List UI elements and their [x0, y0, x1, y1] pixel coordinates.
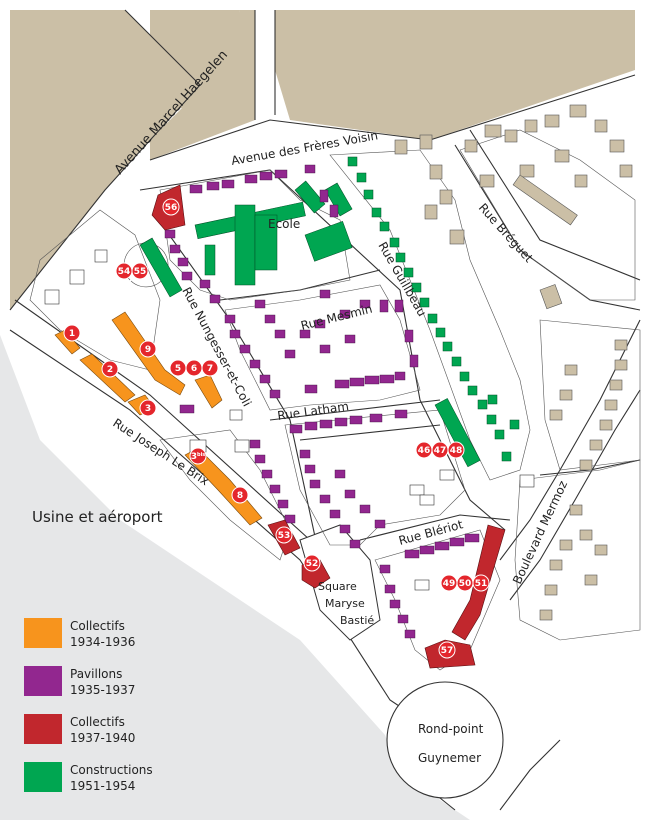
- marker-circle: [139, 340, 157, 358]
- marker-3: 3: [139, 399, 157, 417]
- marker-number: 51: [475, 579, 488, 589]
- ecole-complex: [139, 180, 481, 468]
- marker-49: 49: [440, 574, 458, 592]
- marker-56: 56: [162, 198, 180, 216]
- legend-label: Collectifs: [70, 715, 125, 729]
- airfield-area: [0, 335, 470, 820]
- legend-item-constructions-1951: Constructions 1951-1954: [24, 762, 153, 794]
- marker-7: 7: [201, 359, 219, 377]
- marker-number: 49: [443, 579, 456, 589]
- place-label-ecole: Ecole: [268, 217, 300, 231]
- marker-circle: [201, 359, 219, 377]
- marker-circle: [472, 574, 490, 592]
- legend-item-pavillons-1935: Pavillons 1935-1937: [24, 666, 135, 698]
- marker-55: 55: [131, 262, 149, 280]
- marker-50: 50: [456, 574, 474, 592]
- marker-circle: [275, 526, 293, 544]
- legend-item-collectifs-1937: Collectifs 1937-1940: [24, 714, 135, 746]
- marker-number: 55: [134, 267, 147, 277]
- pavillons-houses: [164, 164, 480, 639]
- marker-54: 54: [115, 262, 133, 280]
- legend-swatch: [24, 618, 62, 648]
- marker-circle: [101, 360, 119, 378]
- marker-circle: [189, 447, 207, 465]
- marker-circle: [303, 554, 321, 572]
- beige-block-north: [150, 10, 240, 160]
- legend-years: 1951-1954: [70, 779, 136, 793]
- legend-label: Pavillons: [70, 667, 123, 681]
- marker-5: 5: [169, 359, 187, 377]
- marker-circle: [231, 486, 249, 504]
- marker-number: 3bis: [191, 452, 206, 462]
- marker-2: 2: [101, 360, 119, 378]
- marker-number: 5: [175, 364, 181, 374]
- marker-48: 48: [447, 441, 465, 459]
- marker-9: 9: [139, 340, 157, 358]
- marker-circle: [162, 198, 180, 216]
- marker-53: 53: [275, 526, 293, 544]
- beige-buildings: [394, 104, 633, 621]
- marker-52: 52: [303, 554, 321, 572]
- marker-number: 1: [69, 329, 75, 339]
- marker-47: 47: [431, 441, 449, 459]
- marker-number: 52: [306, 559, 319, 569]
- legend-item-collectifs-1934: Collectifs 1934-1936: [24, 618, 135, 650]
- marker-8: 8: [231, 486, 249, 504]
- marker-51: 51: [472, 574, 490, 592]
- green-row-houses: [347, 156, 520, 462]
- legend-swatch: [24, 666, 62, 696]
- marker-number: 47: [434, 446, 447, 456]
- legend-swatch: [24, 714, 62, 744]
- marker-number: 9: [145, 345, 151, 355]
- beige-block-north-2: [150, 10, 255, 160]
- marker-number: 2: [107, 365, 113, 375]
- place-label-square-3: Bastié: [340, 614, 374, 627]
- legend-label: Constructions: [70, 763, 153, 777]
- marker-number: 54: [118, 267, 131, 277]
- marker-number: 8: [237, 491, 243, 501]
- marker-circle: [131, 262, 149, 280]
- legend-swatch: [24, 762, 62, 792]
- area-label-usine: Usine et aéroport: [32, 508, 163, 526]
- marker-number: 46: [418, 446, 431, 456]
- marker-number: 56: [165, 203, 178, 213]
- place-label-rondpoint-1: Rond-point: [418, 722, 484, 736]
- beige-block-northeast: [275, 10, 635, 140]
- legend-label: Collectifs: [70, 619, 125, 633]
- marker-circle: [63, 324, 81, 342]
- marker-number: 48: [450, 446, 463, 456]
- marker-number: 53: [278, 531, 291, 541]
- marker-3bis: 3bis: [189, 447, 207, 465]
- marker-number: 3: [145, 404, 151, 414]
- marker-number: 50: [459, 579, 472, 589]
- legend-years: 1934-1936: [70, 635, 136, 649]
- marker-circle: [438, 641, 456, 659]
- place-label-square-2: Maryse: [325, 597, 365, 610]
- marker-1: 1: [63, 324, 81, 342]
- place-label-rondpoint-2: Guynemer: [418, 751, 481, 765]
- marker-number: 57: [441, 646, 454, 656]
- roundabout: [386, 681, 504, 799]
- place-label-square-1: Square: [318, 580, 357, 593]
- marker-number: 6: [191, 364, 197, 374]
- marker-number: 7: [207, 364, 213, 374]
- marker-circle: [447, 441, 465, 459]
- marker-circle: [139, 399, 157, 417]
- legend-years: 1937-1940: [70, 731, 136, 745]
- marker-6: 6: [185, 359, 203, 377]
- white-buildings: [44, 249, 535, 591]
- marker-57: 57: [438, 641, 456, 659]
- marker-46: 46: [415, 441, 433, 459]
- legend-years: 1935-1937: [70, 683, 136, 697]
